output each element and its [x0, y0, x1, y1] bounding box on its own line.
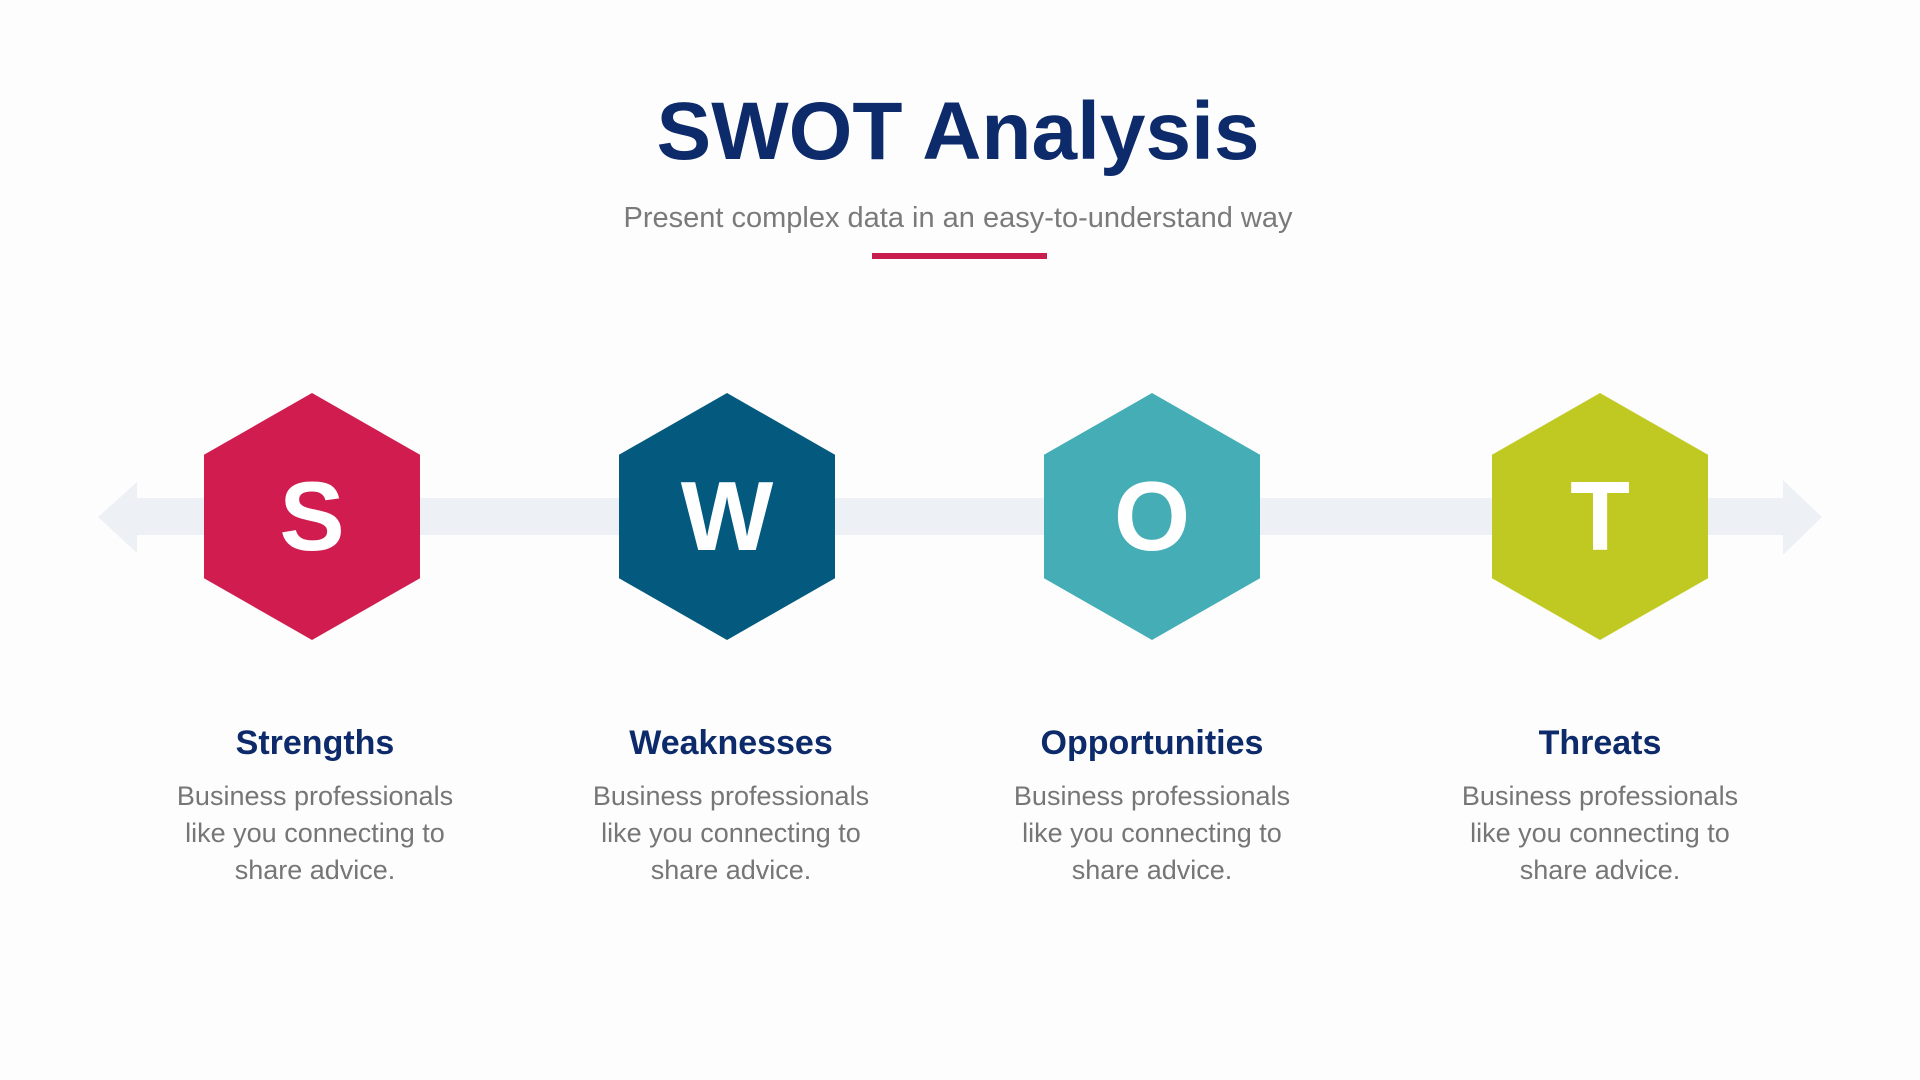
page-title: SWOT Analysis — [656, 86, 1260, 177]
card-description: Business professionals like you connecti… — [1440, 778, 1760, 889]
card-description: Business professionals like you connecti… — [571, 778, 891, 889]
title-underline-divider — [872, 253, 1047, 259]
card-title: Strengths — [235, 724, 395, 762]
hex-letter-o: O — [1113, 460, 1191, 571]
card-description-line: share advice. — [234, 855, 396, 885]
card-description-line: Business professionals — [176, 781, 454, 811]
card-threats: Threats Business professionals like you … — [1410, 720, 1790, 889]
card-description: Business professionals like you connecti… — [992, 778, 1312, 889]
card-description-line: share advice. — [1519, 855, 1681, 885]
card-description: Business professionals like you connecti… — [155, 778, 475, 889]
page-subtitle: Present complex data in an easy-to-under… — [623, 202, 1293, 234]
hex-weaknesses: W — [619, 393, 835, 640]
card-description-line: like you connecting to — [1022, 818, 1282, 848]
card-description-line: share advice. — [650, 855, 812, 885]
card-description-line: like you connecting to — [601, 818, 861, 848]
hex-letter-w: W — [680, 460, 774, 571]
card-description-line: like you connecting to — [1470, 818, 1730, 848]
hex-threats: T — [1492, 393, 1708, 640]
hex-opportunities: O — [1044, 393, 1260, 640]
card-description-line: Business professionals — [1461, 781, 1739, 811]
card-title: Weaknesses — [629, 724, 833, 762]
card-title: Threats — [1538, 724, 1662, 762]
card-title: Opportunities — [1040, 724, 1264, 762]
card-weaknesses: Weaknesses Business professionals like y… — [541, 720, 921, 889]
card-opportunities: Opportunities Business professionals lik… — [962, 720, 1342, 889]
hex-strengths: S — [204, 393, 420, 640]
hex-letter-s: S — [279, 460, 345, 571]
card-description-line: Business professionals — [592, 781, 870, 811]
card-description-line: like you connecting to — [185, 818, 445, 848]
card-strengths: Strengths Business professionals like yo… — [125, 720, 505, 889]
card-description-line: Business professionals — [1013, 781, 1291, 811]
hex-letter-t: T — [1570, 460, 1630, 571]
card-description-line: share advice. — [1071, 855, 1233, 885]
